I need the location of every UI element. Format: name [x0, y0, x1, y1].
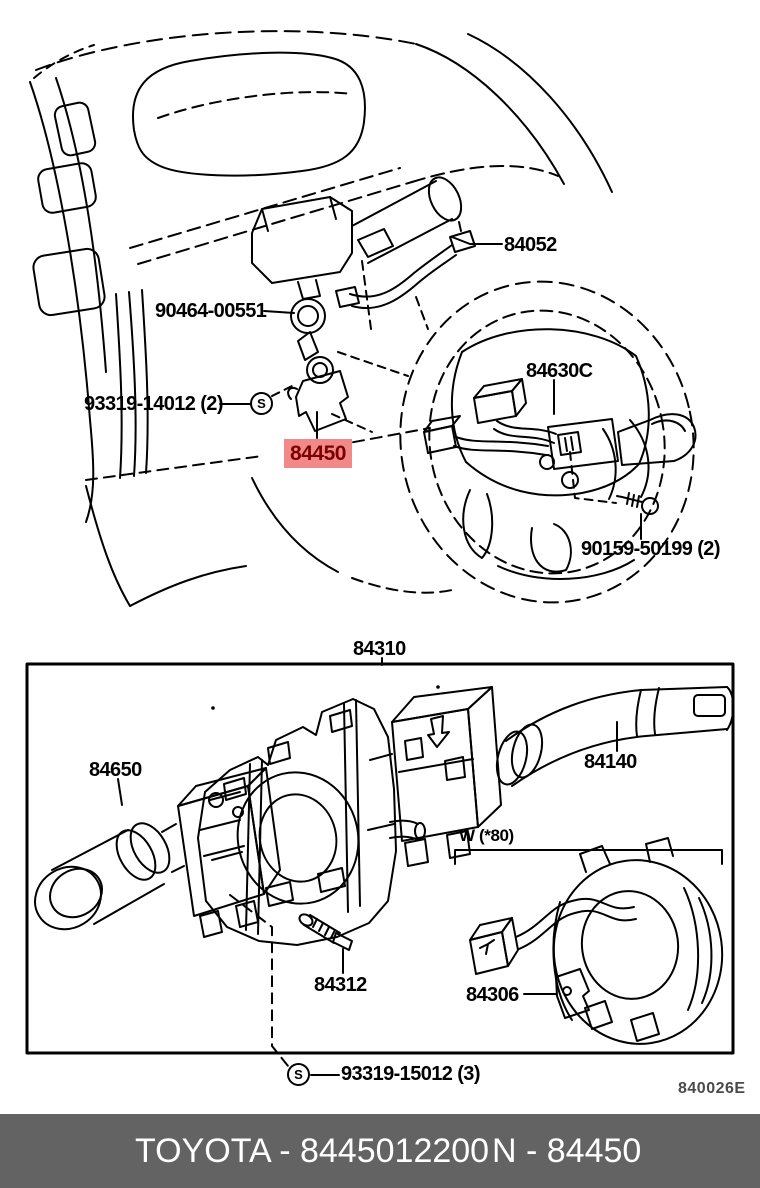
- callout-93319-15012[interactable]: 93319-15012 (3): [341, 1063, 481, 1085]
- callout-93319-14012[interactable]: 93319-14012 (2): [84, 393, 224, 415]
- drawing-code: 840026E: [678, 1080, 746, 1097]
- callout-84052[interactable]: 84052: [504, 234, 557, 256]
- leader-lines: [117, 236, 723, 1076]
- dashboard-panel-art: [29, 30, 613, 607]
- callout-90464-00551[interactable]: 90464-00551: [155, 300, 267, 322]
- footer-part-number: TOYOTA - 8445012200: [135, 1132, 490, 1170]
- headlamp-switch-art: [34, 767, 281, 938]
- column-switch-84630c-art: [423, 378, 697, 515]
- assembly-box: [25, 662, 735, 1055]
- s-fastener-marker-lower: S: [287, 1063, 310, 1086]
- callout-84306[interactable]: 84306: [466, 984, 519, 1006]
- wiper-switch-art: [391, 686, 735, 867]
- callout-84312[interactable]: 84312: [314, 974, 367, 996]
- screw-84312-art: [298, 913, 353, 951]
- callout-84630c[interactable]: 84630C: [526, 360, 593, 382]
- combination-bracket-art: [197, 698, 426, 946]
- callout-84650[interactable]: 84650: [89, 759, 142, 781]
- diagram-line-art: [25, 30, 735, 1076]
- callout-84310[interactable]: 84310: [353, 638, 406, 660]
- footer-ref-number: N - 84450: [492, 1132, 642, 1170]
- steering-wheel-art: [399, 280, 695, 604]
- variant-note-w80: W (*80): [459, 826, 514, 845]
- ignition-switch-art: [251, 176, 476, 433]
- dashed-leader-lines: [229, 894, 289, 1067]
- footer-bar: TOYOTA - 8445012200 N - 84450: [0, 1114, 760, 1188]
- callout-84450-highlighted[interactable]: 84450: [284, 439, 352, 468]
- s-fastener-marker-upper: S: [250, 392, 273, 415]
- callout-84140[interactable]: 84140: [584, 751, 637, 773]
- spiral-cable-art: [469, 837, 724, 1045]
- callout-90159-50199[interactable]: 90159-50199 (2): [581, 538, 721, 560]
